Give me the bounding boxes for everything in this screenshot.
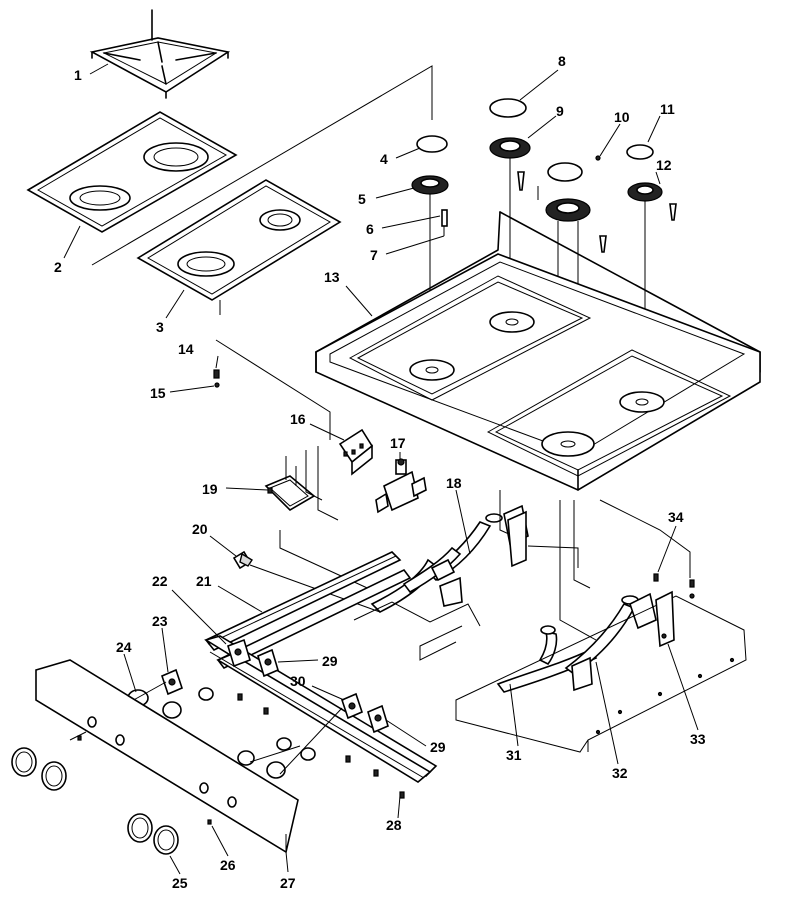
screw-14: [213, 369, 220, 388]
valve-23: [161, 668, 183, 696]
knob-left-1: [11, 747, 37, 777]
callout-10: 10: [614, 109, 630, 125]
burner-box-floor: [353, 595, 747, 753]
callout-9: 9: [556, 103, 564, 119]
burner-grate: [89, 9, 231, 99]
igniter-10: [537, 186, 607, 253]
support-bracket-33: [655, 590, 675, 648]
igniter-6: [441, 209, 448, 236]
callout-15: 15: [150, 385, 166, 401]
valve-29b: [367, 704, 389, 777]
burner-cap-4: [416, 135, 448, 153]
valve-28: [399, 791, 405, 799]
igniter-9: [517, 171, 525, 191]
callout-21: 21: [196, 573, 212, 589]
callout-7: 7: [370, 247, 378, 263]
burner-tube-32: [496, 592, 657, 693]
callout-6: 6: [366, 221, 374, 237]
callout-12: 12: [656, 157, 672, 173]
callout-29b: 29: [430, 739, 446, 755]
callout-24: 24: [116, 639, 132, 655]
callout-23: 23: [152, 613, 168, 629]
burner-head-9: [489, 137, 531, 318]
callout-31: 31: [506, 747, 522, 763]
callout-17: 17: [390, 435, 406, 451]
knob-left-2: [41, 761, 67, 791]
spark-module: [338, 428, 374, 476]
burner-cap-8: [489, 98, 527, 118]
burner-cap-11: [626, 144, 654, 160]
leader-lines: [63, 63, 699, 875]
burner-tube-18: [370, 504, 529, 613]
callout-26: 26: [220, 857, 236, 873]
cooktop: [315, 211, 761, 491]
callout-32: 32: [612, 765, 628, 781]
control-panel: [35, 659, 299, 854]
callout-28: 28: [386, 817, 402, 833]
screw-34: [653, 573, 695, 599]
burner-cap-10: [547, 162, 583, 182]
callout-16: 16: [290, 411, 306, 427]
pressure-regulator: [375, 458, 427, 514]
knob-25b: [153, 825, 179, 855]
callout-29a: 29: [322, 653, 338, 669]
gas-manifold: [204, 551, 412, 670]
callout-25: 25: [172, 875, 188, 891]
callout-13: 13: [324, 269, 340, 285]
orifice-fitting: [232, 550, 253, 570]
callout-33: 33: [690, 731, 706, 747]
callout-labels: 1 2 3 4 5 6 7 8 9 10 11 12 13 14 15 16 1…: [54, 53, 706, 891]
callout-8: 8: [558, 53, 566, 69]
callout-19: 19: [202, 481, 218, 497]
callout-3: 3: [156, 319, 164, 335]
callout-1: 1: [74, 67, 82, 83]
callout-4: 4: [380, 151, 388, 167]
callout-11: 11: [660, 101, 675, 117]
callout-5: 5: [358, 191, 366, 207]
callout-30: 30: [290, 673, 306, 689]
valve-29a: [257, 648, 279, 715]
callout-18: 18: [446, 475, 462, 491]
callout-27: 27: [280, 875, 296, 891]
drip-pan-left: [26, 111, 238, 233]
valve-30: [341, 692, 363, 763]
valve-22: [227, 638, 251, 701]
callout-14: 14: [178, 341, 194, 357]
module-bracket: [264, 456, 316, 512]
callout-22: 22: [152, 573, 168, 589]
drip-pan-right: [136, 179, 342, 301]
callout-34: 34: [668, 509, 684, 525]
callout-20: 20: [192, 521, 208, 537]
igniter-12: [669, 203, 677, 221]
callout-2: 2: [54, 259, 62, 275]
knob-25a: [127, 813, 153, 843]
